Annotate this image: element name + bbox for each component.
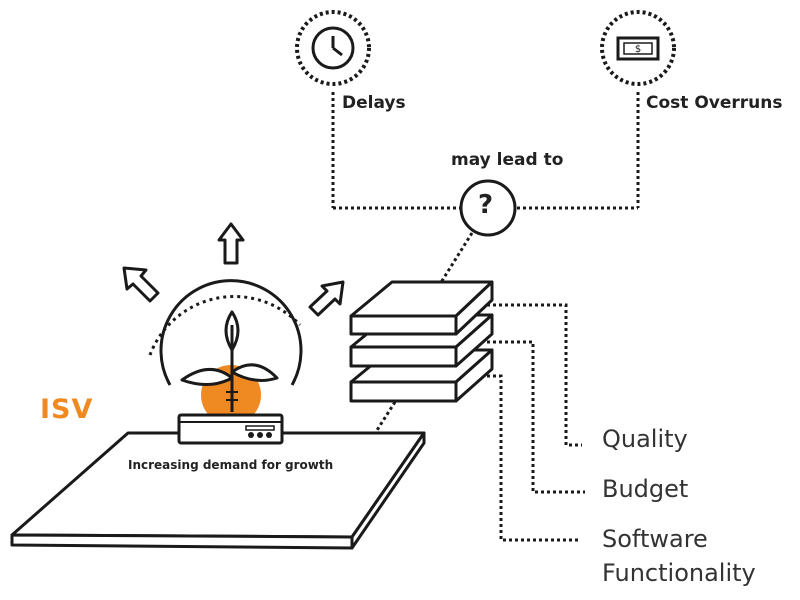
plant-icon — [180, 310, 279, 412]
layer-stack — [349, 280, 494, 403]
svg-text:$: $ — [635, 44, 641, 55]
device-box — [177, 413, 284, 445]
connector-budget — [487, 340, 585, 494]
isv-label: ISV — [40, 394, 94, 425]
money-bill-icon: $ — [600, 10, 676, 86]
may-lead-to-label: may lead to — [451, 150, 564, 170]
cost-overruns-label: Cost Overruns — [646, 93, 783, 113]
arrow-up-left — [122, 266, 160, 303]
growth-arrow-icon — [122, 222, 345, 317]
connector-software — [487, 374, 580, 542]
arrow-up-right — [308, 280, 345, 317]
connector-question-to-stack — [438, 232, 474, 285]
question-icon — [459, 179, 517, 237]
delays-label: Delays — [342, 93, 406, 113]
software-label-line1: Software — [602, 525, 708, 553]
base-board — [10, 431, 426, 550]
growth-arc — [159, 279, 303, 386]
software-functionality-label: Software Functionality — [602, 522, 756, 590]
clock-icon — [295, 10, 371, 86]
connector-lines — [331, 92, 640, 542]
question-mark-label: ? — [478, 190, 494, 220]
layer-top — [349, 280, 494, 336]
connector-stack-to-board — [370, 401, 397, 439]
quality-label: Quality — [602, 425, 688, 453]
software-label-line2: Functionality — [602, 559, 756, 587]
increasing-demand-label: Increasing demand for growth — [128, 458, 334, 472]
budget-label: Budget — [602, 475, 689, 503]
growth-arc-dotted — [148, 295, 302, 356]
arrow-up — [217, 222, 245, 265]
